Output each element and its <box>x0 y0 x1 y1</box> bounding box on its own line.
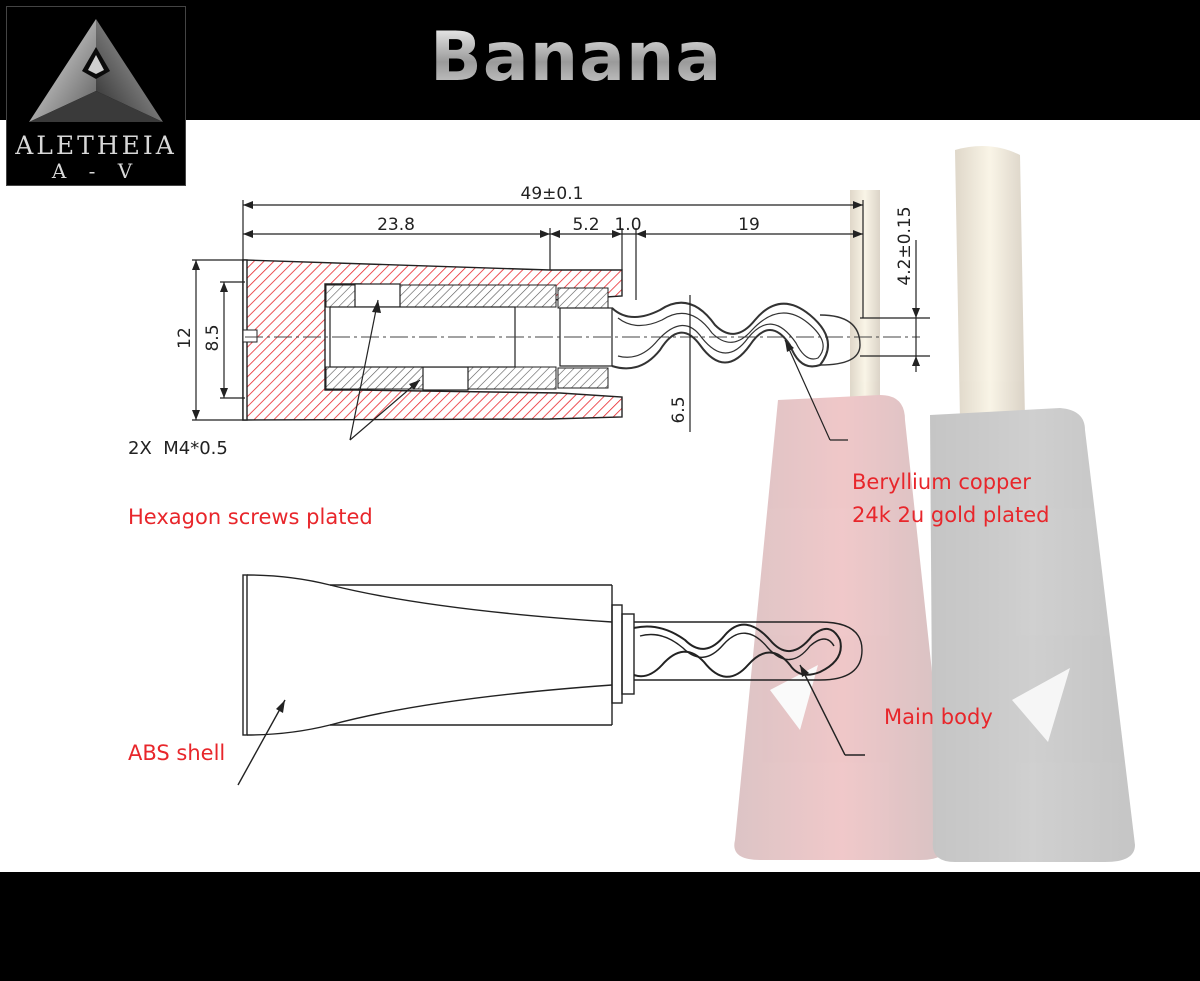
dim-body: 23.8 <box>377 215 415 235</box>
label-abs-shell: ABS shell <box>128 741 226 765</box>
label-hexagon-screws: Hexagon screws plated <box>128 505 373 529</box>
technical-drawing: 49±0.1 23.8 5.2 1.0 19 4.2±0.15 12 8.5 6… <box>128 146 1135 862</box>
dimension-arrows <box>192 201 920 420</box>
dim-pin-diameter: 4.2±0.15 <box>895 206 915 285</box>
dim-gap: 1.0 <box>614 215 641 235</box>
label-gold-plated: 24k 2u gold plated <box>852 503 1050 527</box>
triangle-logo-icon <box>29 19 163 122</box>
brand-logo: ALETHEIA A - V <box>6 6 186 186</box>
dim-inner-diameter: 8.5 <box>203 324 223 351</box>
label-beryllium-copper: Beryllium copper <box>852 470 1031 494</box>
dim-overall: 49±0.1 <box>521 184 584 204</box>
dim-outer-diameter: 12 <box>175 327 195 349</box>
product-photo <box>734 146 1135 862</box>
label-main-body: Main body <box>884 705 993 729</box>
dim-spring-width: 6.5 <box>669 396 689 423</box>
dim-pin: 19 <box>738 215 760 235</box>
side-view-arrows <box>276 665 809 713</box>
header-bar: Banana <box>0 0 1200 120</box>
section-view <box>242 259 920 421</box>
diagram-canvas: 49±0.1 23.8 5.2 1.0 19 4.2±0.15 12 8.5 6… <box>0 120 1200 872</box>
dim-collar: 5.2 <box>572 215 599 235</box>
page-title: Banana <box>430 18 770 98</box>
screw-spec: 2X M4*0.5 <box>128 438 228 459</box>
logo-brand-text: ALETHEIA <box>15 131 177 160</box>
side-view <box>237 574 865 786</box>
footer-bar <box>0 872 1200 981</box>
logo-sub-text: A - V <box>51 159 141 183</box>
